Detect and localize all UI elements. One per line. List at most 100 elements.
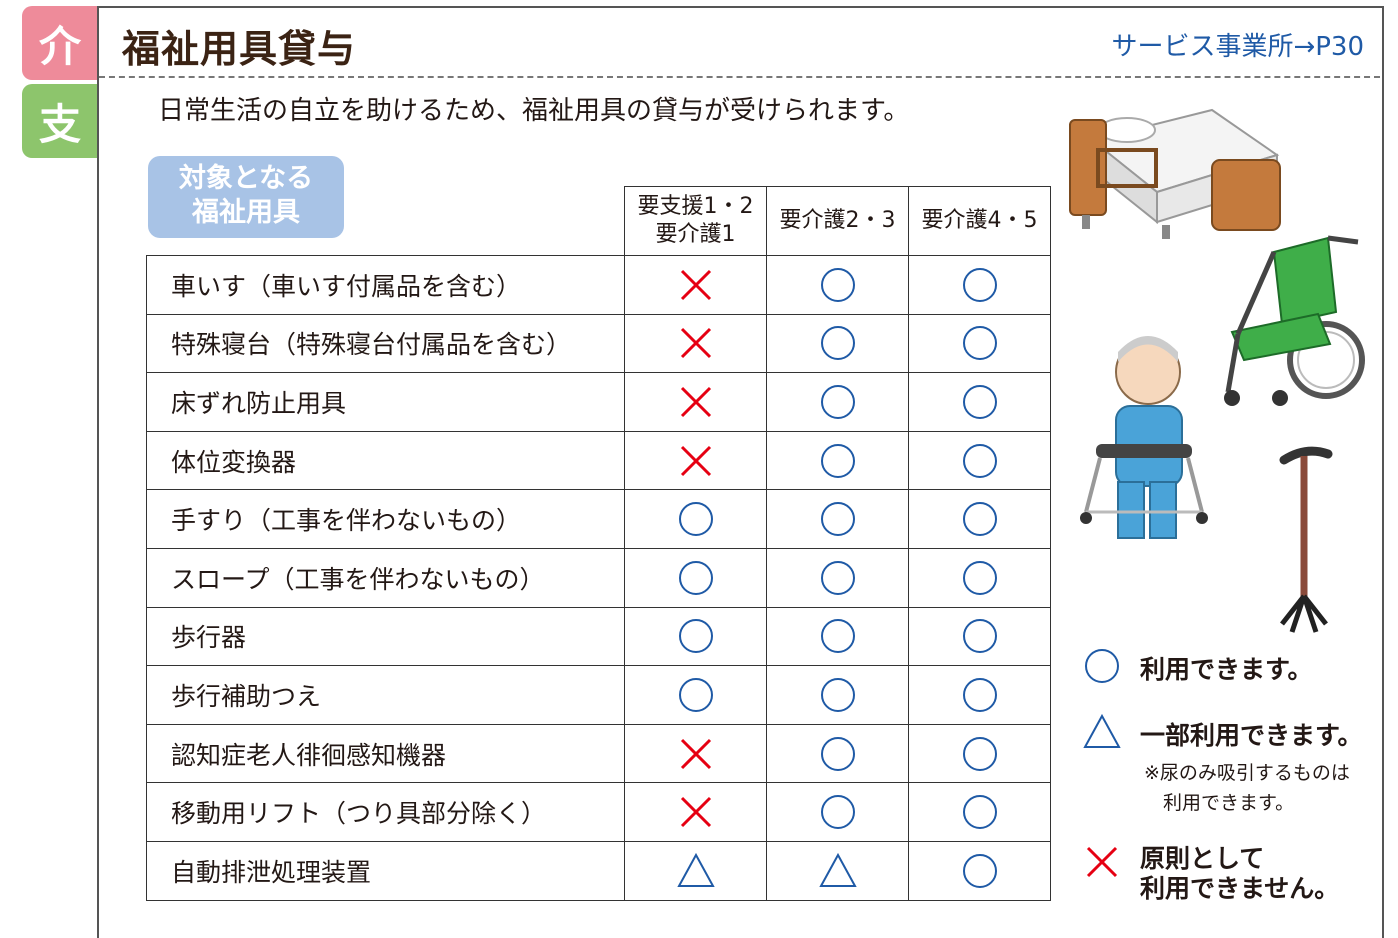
- availability-cell-1: [624, 372, 767, 432]
- table-row: 特殊寝台（特殊寝台付属品を含む）: [146, 313, 1051, 374]
- note-line-1: ※尿のみ吸引するものは: [1144, 762, 1350, 784]
- circle-mark-icon: [962, 384, 997, 419]
- circle-mark-icon: [820, 795, 855, 830]
- triangle-mark-icon: [676, 852, 715, 887]
- col-header-2-line-1: 要介護2・3: [779, 208, 896, 233]
- col-header-1-line-1: 要支援1・2: [637, 194, 754, 219]
- availability-cell-3: [908, 665, 1051, 725]
- legend-cross-line-2: 利用できません。: [1140, 874, 1340, 903]
- triangle-mark-icon: [818, 852, 857, 887]
- equipment-name: 歩行補助つえ: [146, 665, 625, 725]
- availability-cell-3: [908, 430, 1051, 491]
- circle-mark-icon: [962, 443, 997, 478]
- availability-cell-3: [908, 547, 1051, 608]
- cross-mark-icon: [680, 328, 711, 359]
- circle-mark-icon: [820, 267, 855, 302]
- availability-cell-2: [766, 782, 909, 842]
- availability-cell-2: [766, 547, 909, 608]
- availability-cell-3: [908, 255, 1051, 315]
- circle-mark-icon: [820, 736, 855, 771]
- table-row: 歩行器: [146, 606, 1051, 667]
- circle-mark-icon: [678, 560, 713, 595]
- cross-mark-icon: [680, 797, 711, 828]
- availability-cell-1: [624, 840, 767, 901]
- circle-mark-icon: [1085, 649, 1119, 683]
- availability-cell-3: [908, 489, 1051, 549]
- circle-mark-icon: [962, 736, 997, 771]
- equipment-name: 体位変換器: [146, 430, 625, 491]
- cross-mark-icon: [680, 269, 711, 300]
- equipment-name: 自動排泄処理装置: [146, 840, 625, 901]
- equipment-name: 手すり（工事を伴わないもの）: [146, 489, 625, 549]
- circle-mark-icon: [820, 502, 855, 537]
- availability-cell-3: [908, 372, 1051, 432]
- table-header-row: 要支援1・2 要介護1 要介護2・3 要介護4・5: [146, 186, 1051, 256]
- circle-mark-icon: [962, 267, 997, 302]
- availability-cell-1: [624, 782, 767, 842]
- equipment-table: 要支援1・2 要介護1 要介護2・3 要介護4・5 車いす（車いす付属品を含む）…: [146, 186, 1051, 901]
- circle-mark-icon: [962, 795, 997, 830]
- legend-triangle-note: ※尿のみ吸引するものは 利用できます。: [1144, 758, 1350, 818]
- availability-cell-3: [908, 313, 1051, 374]
- col-header-1-line-2: 要介護1: [655, 222, 736, 247]
- table-row: 移動用リフト（つり具部分除く）: [146, 782, 1051, 842]
- triangle-mark-icon: [1083, 713, 1121, 748]
- cross-mark-icon: [680, 738, 711, 769]
- tab-kaigo: 介: [22, 6, 98, 80]
- circle-mark-icon: [820, 619, 855, 654]
- circle-mark-icon: [962, 619, 997, 654]
- circle-mark-icon: [820, 384, 855, 419]
- equipment-name: 移動用リフト（つり具部分除く）: [146, 782, 625, 842]
- circle-mark-icon: [820, 560, 855, 595]
- availability-cell-1: [624, 606, 767, 667]
- note-line-2: 利用できます。: [1163, 792, 1295, 814]
- walker-elderly-illustration: [1080, 336, 1208, 539]
- circle-mark-icon: [962, 326, 997, 361]
- availability-cell-2: [766, 255, 909, 315]
- category-tabs: 介 支: [22, 6, 98, 162]
- availability-cell-3: [908, 723, 1051, 784]
- legend-circle: 利用できます。: [1082, 646, 1313, 690]
- page-title: 福祉用具貸与: [122, 27, 357, 71]
- equipment-name: 認知症老人徘徊感知機器: [146, 723, 625, 784]
- legend-triangle: 一部利用できます。: [1082, 712, 1363, 756]
- availability-cell-3: [908, 782, 1051, 842]
- circle-mark-icon: [820, 443, 855, 478]
- availability-cell-1: [624, 255, 767, 315]
- cross-mark-icon: [680, 386, 711, 418]
- availability-cell-2: [766, 489, 909, 549]
- availability-cell-2: [766, 723, 909, 784]
- circle-mark-icon: [962, 677, 997, 712]
- legend-triangle-text: 一部利用できます。: [1140, 721, 1363, 750]
- col-header-1: 要支援1・2 要介護1: [624, 186, 767, 256]
- table-row: 自動排泄処理装置: [146, 840, 1051, 901]
- availability-cell-2: [766, 840, 909, 901]
- availability-cell-2: [766, 665, 909, 725]
- equipment-name: 床ずれ防止用具: [146, 372, 625, 432]
- cross-mark-icon: [1086, 846, 1118, 878]
- availability-cell-2: [766, 606, 909, 667]
- availability-cell-2: [766, 313, 909, 374]
- page-frame: [97, 6, 1384, 938]
- table-row: 歩行補助つえ: [146, 665, 1051, 725]
- equipment-name: 歩行器: [146, 606, 625, 667]
- quad-cane-illustration: [1279, 446, 1333, 633]
- bed-illustration: [1069, 108, 1281, 239]
- equipment-name: 特殊寝台（特殊寝台付属品を含む）: [146, 313, 625, 374]
- availability-cell-1: [624, 547, 767, 608]
- header-blank: [146, 186, 625, 256]
- availability-cell-1: [624, 430, 767, 491]
- legend-cross-text: 原則として 利用できません。: [1140, 844, 1339, 904]
- equipment-name: スロープ（工事を伴わないもの）: [146, 547, 625, 608]
- circle-mark-icon: [820, 677, 855, 712]
- availability-cell-1: [624, 489, 767, 549]
- circle-mark-icon: [678, 619, 713, 654]
- availability-cell-2: [766, 430, 909, 491]
- table-row: 体位変換器: [146, 430, 1051, 491]
- table-row: 手すり（工事を伴わないもの）: [146, 489, 1051, 549]
- availability-cell-2: [766, 372, 909, 432]
- circle-mark-icon: [962, 502, 997, 537]
- lead-text: 日常生活の自立を助けるため、福祉用具の貸与が受けられます。: [158, 96, 910, 126]
- legend-cross-line-1: 原則として: [1140, 844, 1265, 873]
- availability-cell-1: [624, 665, 767, 725]
